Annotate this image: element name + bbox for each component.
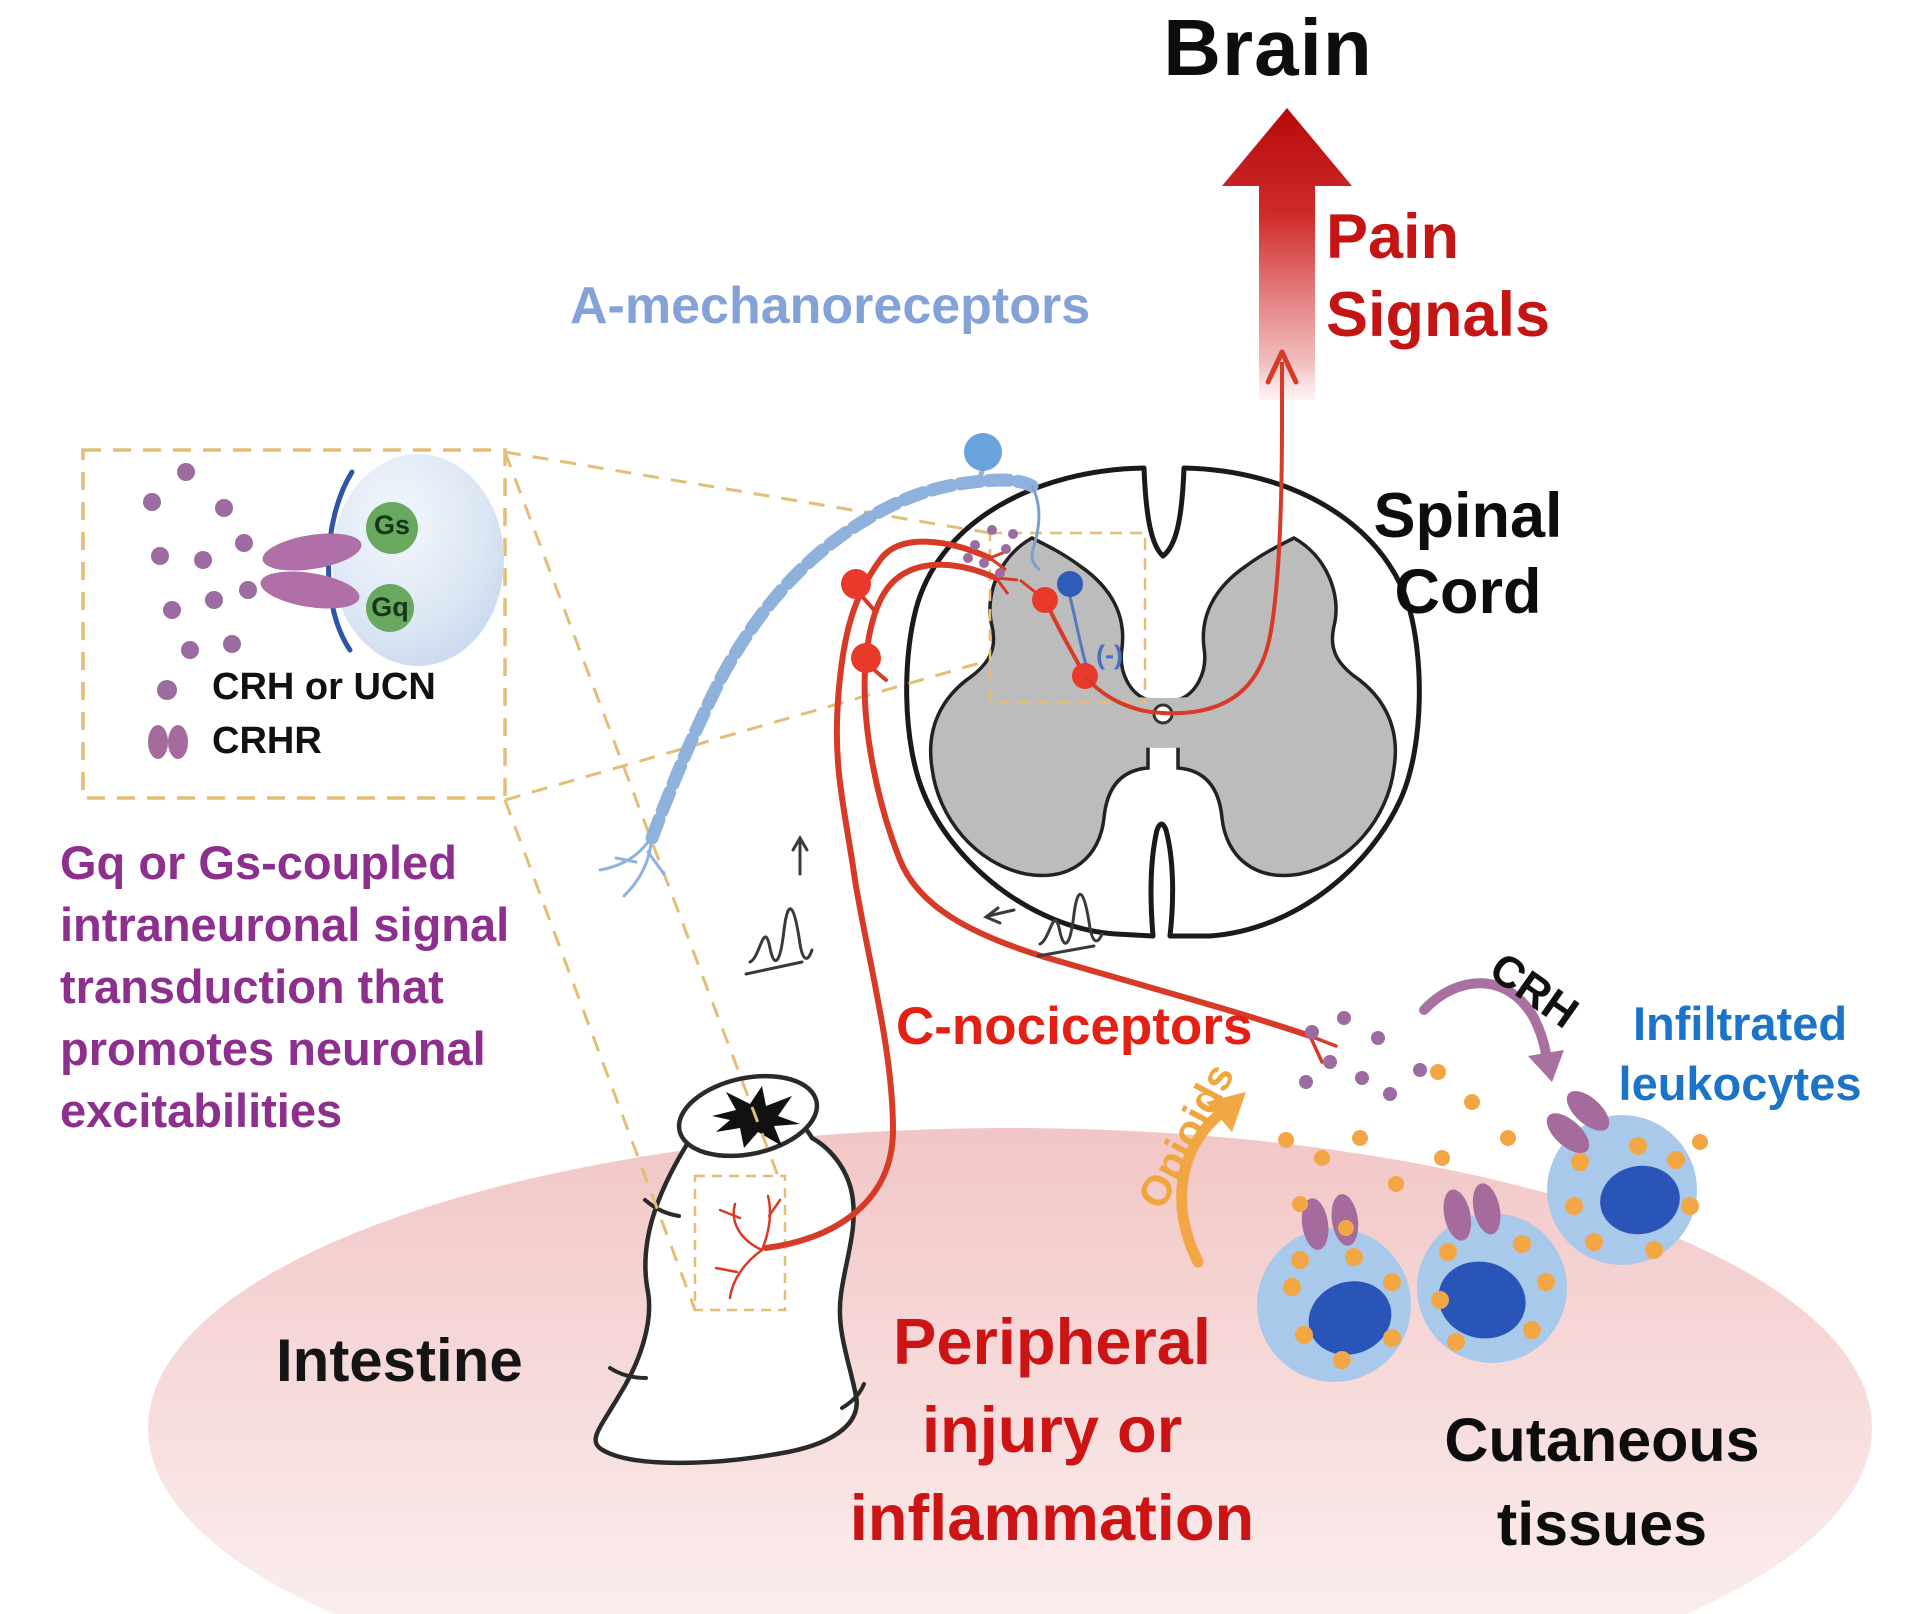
gq-protein-label: Gq xyxy=(371,592,409,622)
action-potential-icon xyxy=(744,835,814,976)
neuron-membrane-sphere xyxy=(332,454,504,666)
inhibitory-interneuron-soma xyxy=(1057,571,1083,597)
drg-soma xyxy=(841,569,871,599)
pain-signals-line1: Pain xyxy=(1326,202,1460,272)
legend-crh-dot xyxy=(157,680,177,700)
gs-protein-label: Gs xyxy=(373,510,411,540)
leukocyte-cell xyxy=(1546,1090,1699,1265)
peripheral-injury-label: Peripheral injury or inflammation xyxy=(849,1305,1255,1554)
leukocyte-cell xyxy=(1257,1194,1411,1382)
opioid-granules xyxy=(1283,1248,1401,1369)
a-fiber-central-branch xyxy=(1030,485,1041,572)
spinal-synapse-box xyxy=(988,531,1147,704)
brain-title: Brain xyxy=(1163,3,1373,92)
c-nociceptors-label: C-nociceptors xyxy=(896,997,1253,1056)
leukocyte-nucleus xyxy=(1308,1281,1392,1355)
projection-dashes xyxy=(81,448,1147,1312)
crh-receptor-inset xyxy=(260,533,362,609)
legend-crhr-label: CRHR xyxy=(212,720,322,762)
gq-gs-description: Gq or Gs-coupled intraneuronal signal tr… xyxy=(60,836,510,1137)
opioids-arrow-icon xyxy=(1176,1092,1246,1268)
intestine-tube xyxy=(593,1108,859,1466)
legend-crh-ucn-label: CRH or UCN xyxy=(212,666,436,708)
a-mechanoreceptors-label: A-mechanoreceptors xyxy=(570,277,1091,335)
interneuron-axon xyxy=(1068,596,1089,669)
drg-soma xyxy=(851,643,881,673)
leukocyte-nucleus xyxy=(1438,1261,1526,1339)
pain-signals-label: Pain Signals xyxy=(1326,198,1550,354)
crh-ucn-dots xyxy=(143,463,257,659)
gq-protein xyxy=(366,584,414,632)
legend-crhr-symbol xyxy=(148,725,188,759)
crh-receptor xyxy=(1443,1183,1501,1241)
ascending-arrowhead-icon xyxy=(1265,349,1299,385)
crh-receptor xyxy=(1546,1090,1610,1154)
infiltrated-leukocytes-label: Infiltrated leukocytes xyxy=(1618,997,1862,1110)
a-fiber-peripheral-endings xyxy=(598,834,666,898)
leukocyte-cell xyxy=(1417,1183,1567,1363)
intestine-drawing xyxy=(593,1073,866,1466)
synaptic-crh-dots xyxy=(963,525,1018,578)
opioid-granules xyxy=(1431,1235,1555,1351)
inset-box xyxy=(81,448,507,800)
ascending-pain-line xyxy=(1083,362,1284,716)
projection-neuron-soma xyxy=(1032,587,1058,613)
receptor-inset xyxy=(143,454,504,759)
a-fiber xyxy=(598,433,1041,898)
action-potential-icon xyxy=(983,892,1104,958)
pain-signals-line2: Signals xyxy=(1326,280,1551,350)
c-fibers xyxy=(714,538,1338,1300)
gs-protein xyxy=(366,502,418,554)
c-fiber-intestine-axon xyxy=(763,538,993,1251)
intestine-nerve-tree xyxy=(714,1194,782,1300)
spinal-cord-cross-section xyxy=(904,465,1422,939)
pain-arrow-icon xyxy=(1222,108,1352,400)
c-fiber-skin-axon xyxy=(861,561,1313,1039)
spinal-cord-label: Spinal Cord xyxy=(1373,481,1563,627)
intestine-wrinkles xyxy=(608,1198,866,1410)
leukocyte-nucleus xyxy=(1600,1165,1680,1235)
cutaneous-tissues-label: Cutaneous tissues xyxy=(1444,1406,1760,1558)
opioid-granules xyxy=(1565,1137,1699,1259)
released-opioid-dots xyxy=(1278,1064,1708,1236)
intestine-label: Intestine xyxy=(276,1327,523,1394)
crh-arrow-icon xyxy=(1419,978,1564,1082)
inhibition-sign: (-) xyxy=(1096,640,1123,670)
dorsal-horn-synapse xyxy=(963,349,1299,716)
released-crh-dots xyxy=(1299,1011,1427,1101)
a-fiber-soma xyxy=(964,433,1002,471)
a-fiber-axon xyxy=(645,473,1039,845)
